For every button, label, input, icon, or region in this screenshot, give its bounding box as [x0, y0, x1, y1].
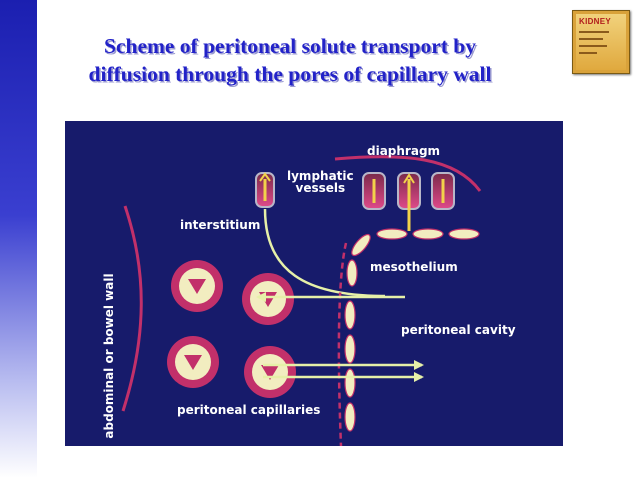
- lymphatic-vessel: [255, 172, 275, 208]
- interstitial-flow-line: [263, 208, 386, 298]
- lymphatic-vessel: [431, 172, 455, 210]
- slide-accent-bar: [0, 0, 37, 478]
- lymphatic-vessel: [397, 172, 421, 231]
- label-abdominal-wall: abdominal or bowel wall: [102, 273, 116, 439]
- lymphatic-vessel: [362, 172, 386, 210]
- label-peritoneal-cavity: peritoneal cavity: [401, 323, 516, 337]
- mesothelial-cell-column: [344, 233, 371, 432]
- capillary-cross-section: [167, 336, 219, 388]
- label-diaphragm: diaphragm: [367, 144, 441, 158]
- diagram-graphics: [121, 155, 482, 446]
- mesothelial-cell-row: [376, 228, 480, 240]
- capillary-cross-section: [171, 260, 223, 312]
- title-line-2: diffusion through the pores of capillary…: [88, 62, 492, 86]
- label-lymphatic-line-1: lymphatic: [287, 169, 354, 183]
- label-interstitium: interstitium: [180, 218, 261, 232]
- capillary-cross-section: [242, 273, 294, 325]
- abdominal-wall-curve: [121, 205, 143, 412]
- diaphragm-membrane: [334, 155, 482, 192]
- label-mesothelium: mesothelium: [370, 260, 458, 274]
- slide-title: Scheme of peritoneal solute transport by…: [40, 32, 540, 88]
- peritoneal-transport-diagram: diaphragm lymphatic vessels interstitium…: [65, 121, 563, 446]
- book-cover-title: KIDNEY: [579, 17, 612, 26]
- label-peritoneal-capillaries: peritoneal capillaries: [177, 403, 321, 417]
- label-lymphatic-vessels: lymphatic vessels: [287, 170, 354, 194]
- label-lymphatic-line-2: vessels: [295, 181, 346, 195]
- kidney-book-cover-image: KIDNEY: [572, 10, 630, 74]
- title-line-1: Scheme of peritoneal solute transport by: [103, 34, 477, 58]
- mesothelium-membrane: [337, 242, 348, 446]
- capillary-cross-section: [244, 346, 296, 398]
